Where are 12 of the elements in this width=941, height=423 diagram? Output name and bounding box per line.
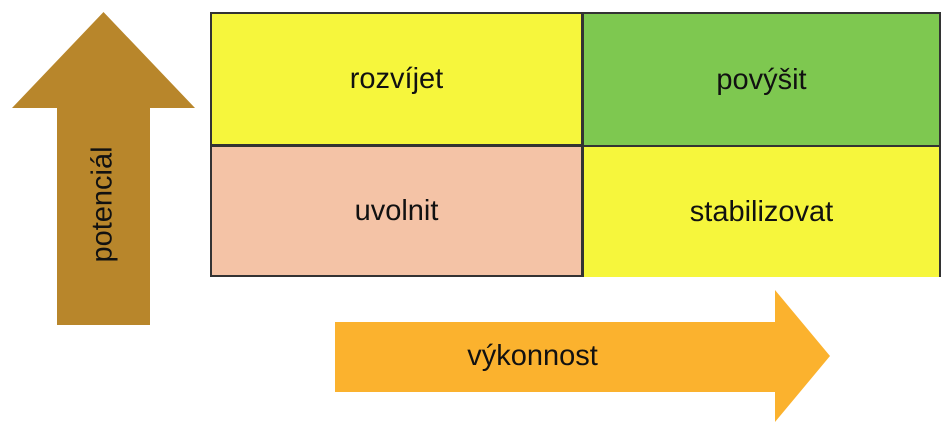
quadrant [210,12,583,146]
quadrant-label: stabilizovat [690,196,834,228]
quadrant [210,145,583,277]
quadrant-label: povýšit [716,64,807,96]
quadrant [582,12,941,146]
quadrant [582,145,941,277]
axis-label: potenciál [87,146,120,263]
axis-label: výkonnost [467,340,598,372]
upward-arrow [12,12,195,325]
quadrant-label: rozvíjet [350,62,444,96]
rightward-arrow [335,290,830,422]
quadrant-label: uvolnit [354,194,438,228]
